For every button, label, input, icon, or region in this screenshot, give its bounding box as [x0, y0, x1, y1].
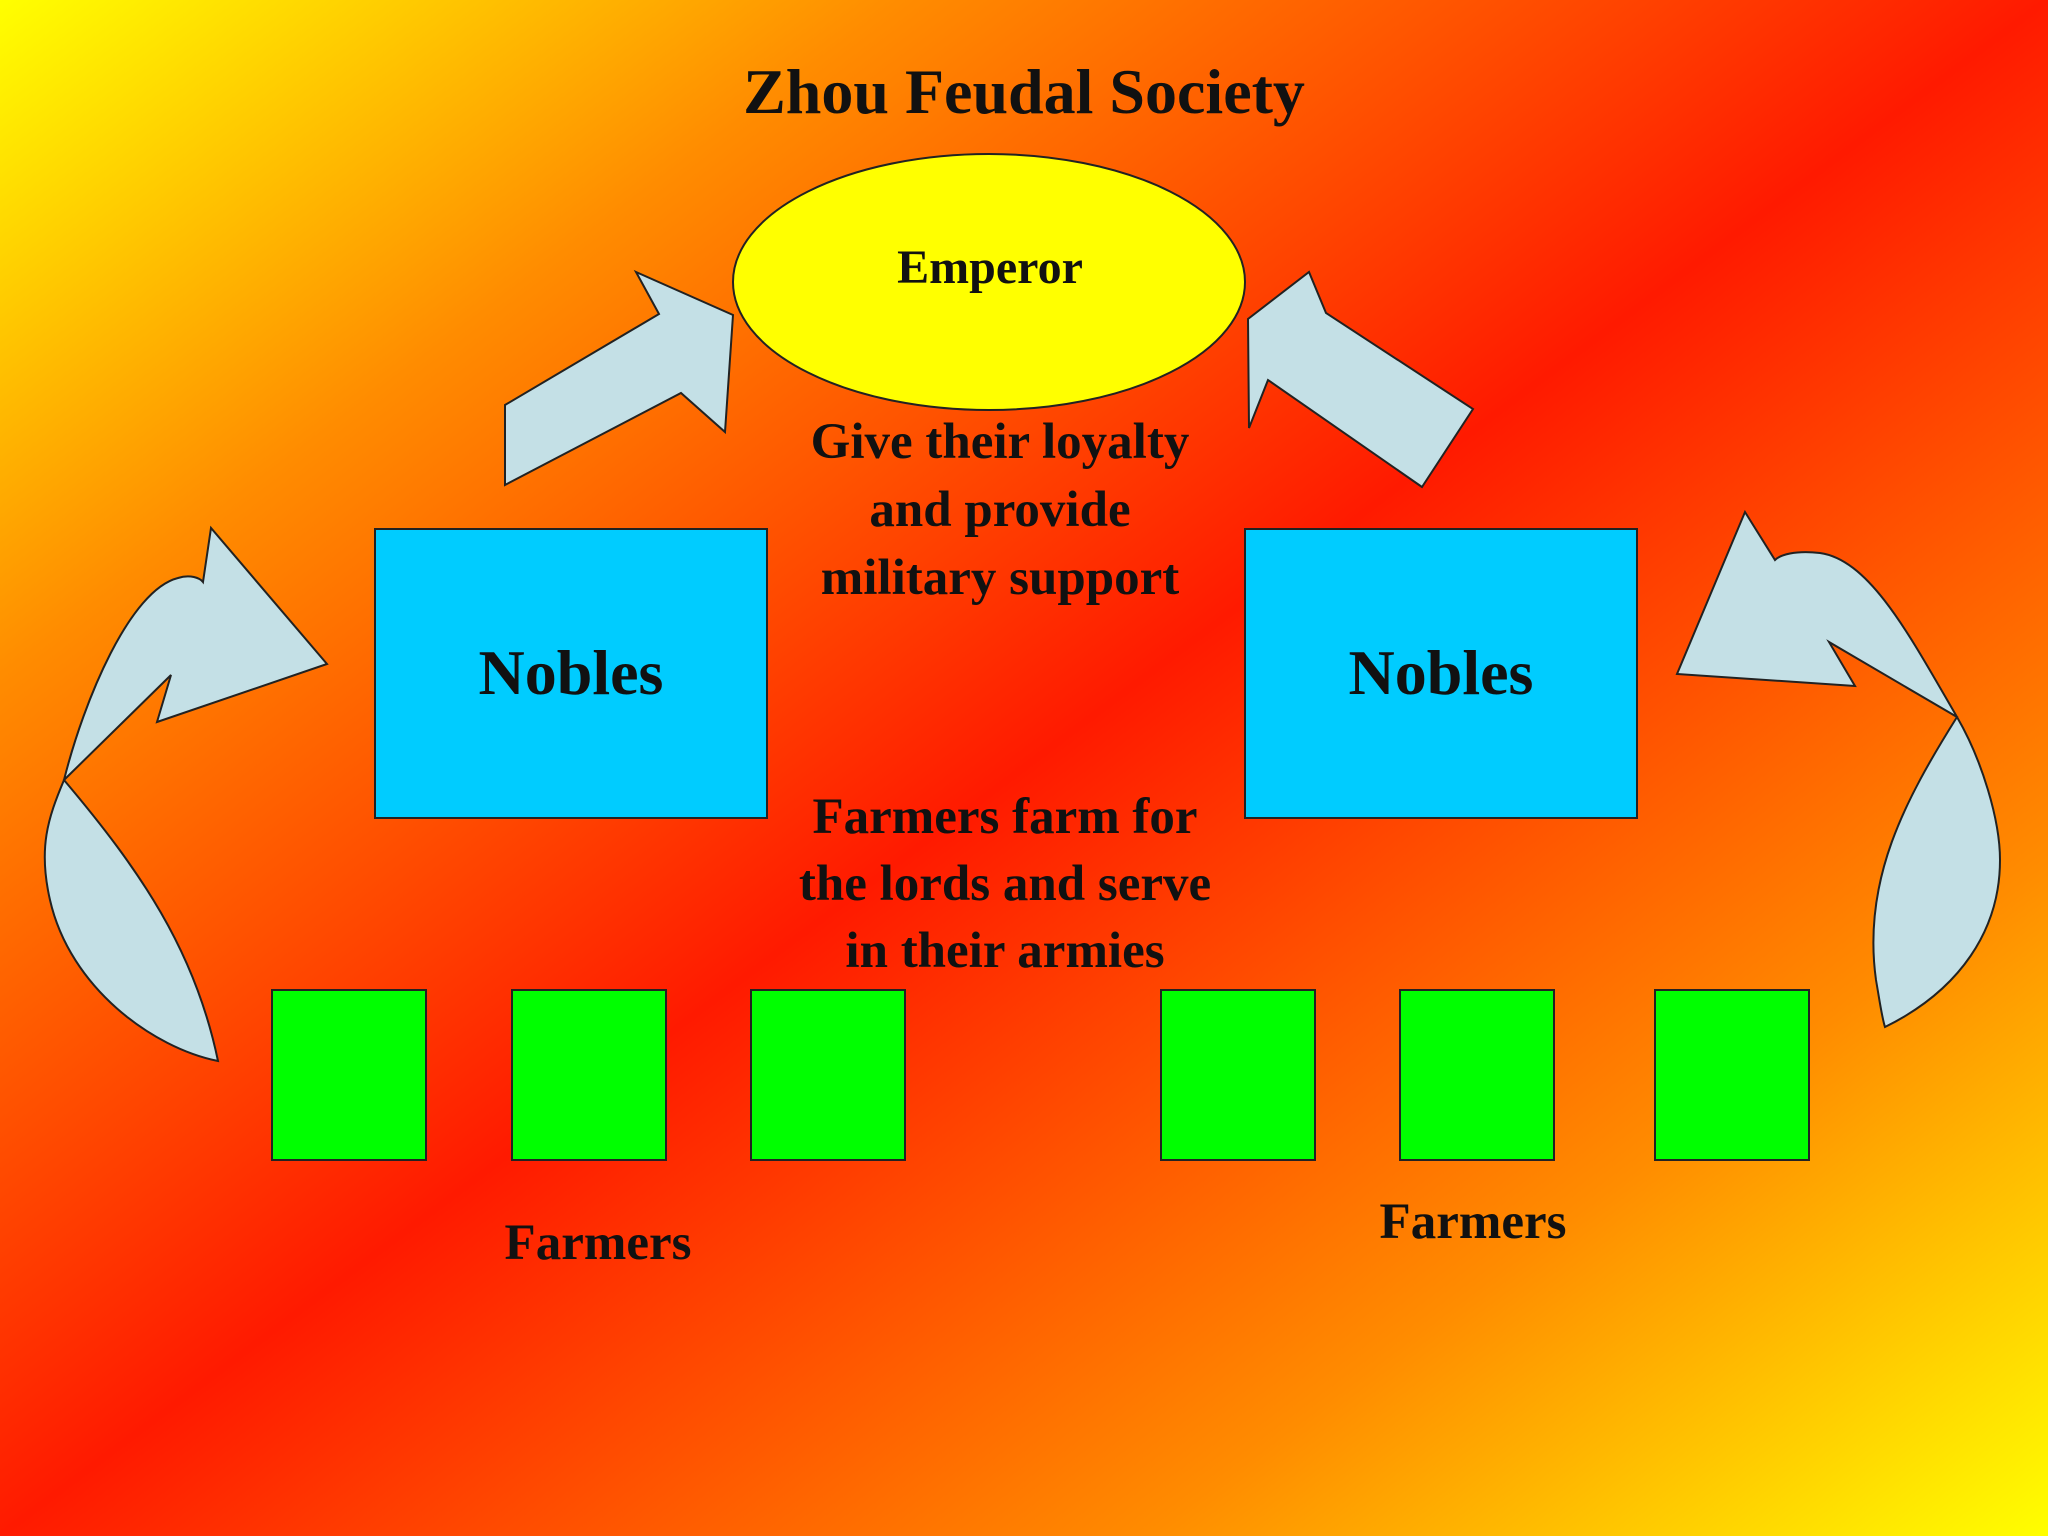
- nobles-label-left: Nobles: [478, 637, 664, 708]
- curved-arrow-farmers-right-to-nobles: [1675, 509, 2002, 1029]
- farm-service-note: Farmers farm for the lords and serve in …: [798, 789, 1212, 979]
- farmer-box: [271, 989, 427, 1161]
- farmer-box: [1399, 989, 1555, 1161]
- nobles-label-right: Nobles: [1348, 637, 1534, 708]
- farmers-label-right: Farmers: [1379, 1194, 1567, 1250]
- nobles-box-right: [1244, 528, 1638, 819]
- arrow-nobles-left-to-emperor: [504, 269, 735, 487]
- farmer-box: [1160, 989, 1316, 1161]
- farmer-box: [750, 989, 906, 1161]
- diagram-title: Zhou Feudal Society: [743, 56, 1305, 127]
- farmer-box: [511, 989, 667, 1161]
- nobles-box-left: [374, 528, 768, 819]
- loyalty-note: Give their loyalty and provide military …: [810, 414, 1190, 606]
- farmers-label-left: Farmers: [504, 1215, 692, 1271]
- emperor-label: Emperor: [897, 241, 1083, 294]
- emperor-ellipse: [732, 153, 1246, 411]
- curved-arrow-farmers-left-to-nobles: [43, 525, 329, 1063]
- farmer-box: [1654, 989, 1810, 1161]
- arrow-nobles-right-to-emperor: [1246, 270, 1475, 489]
